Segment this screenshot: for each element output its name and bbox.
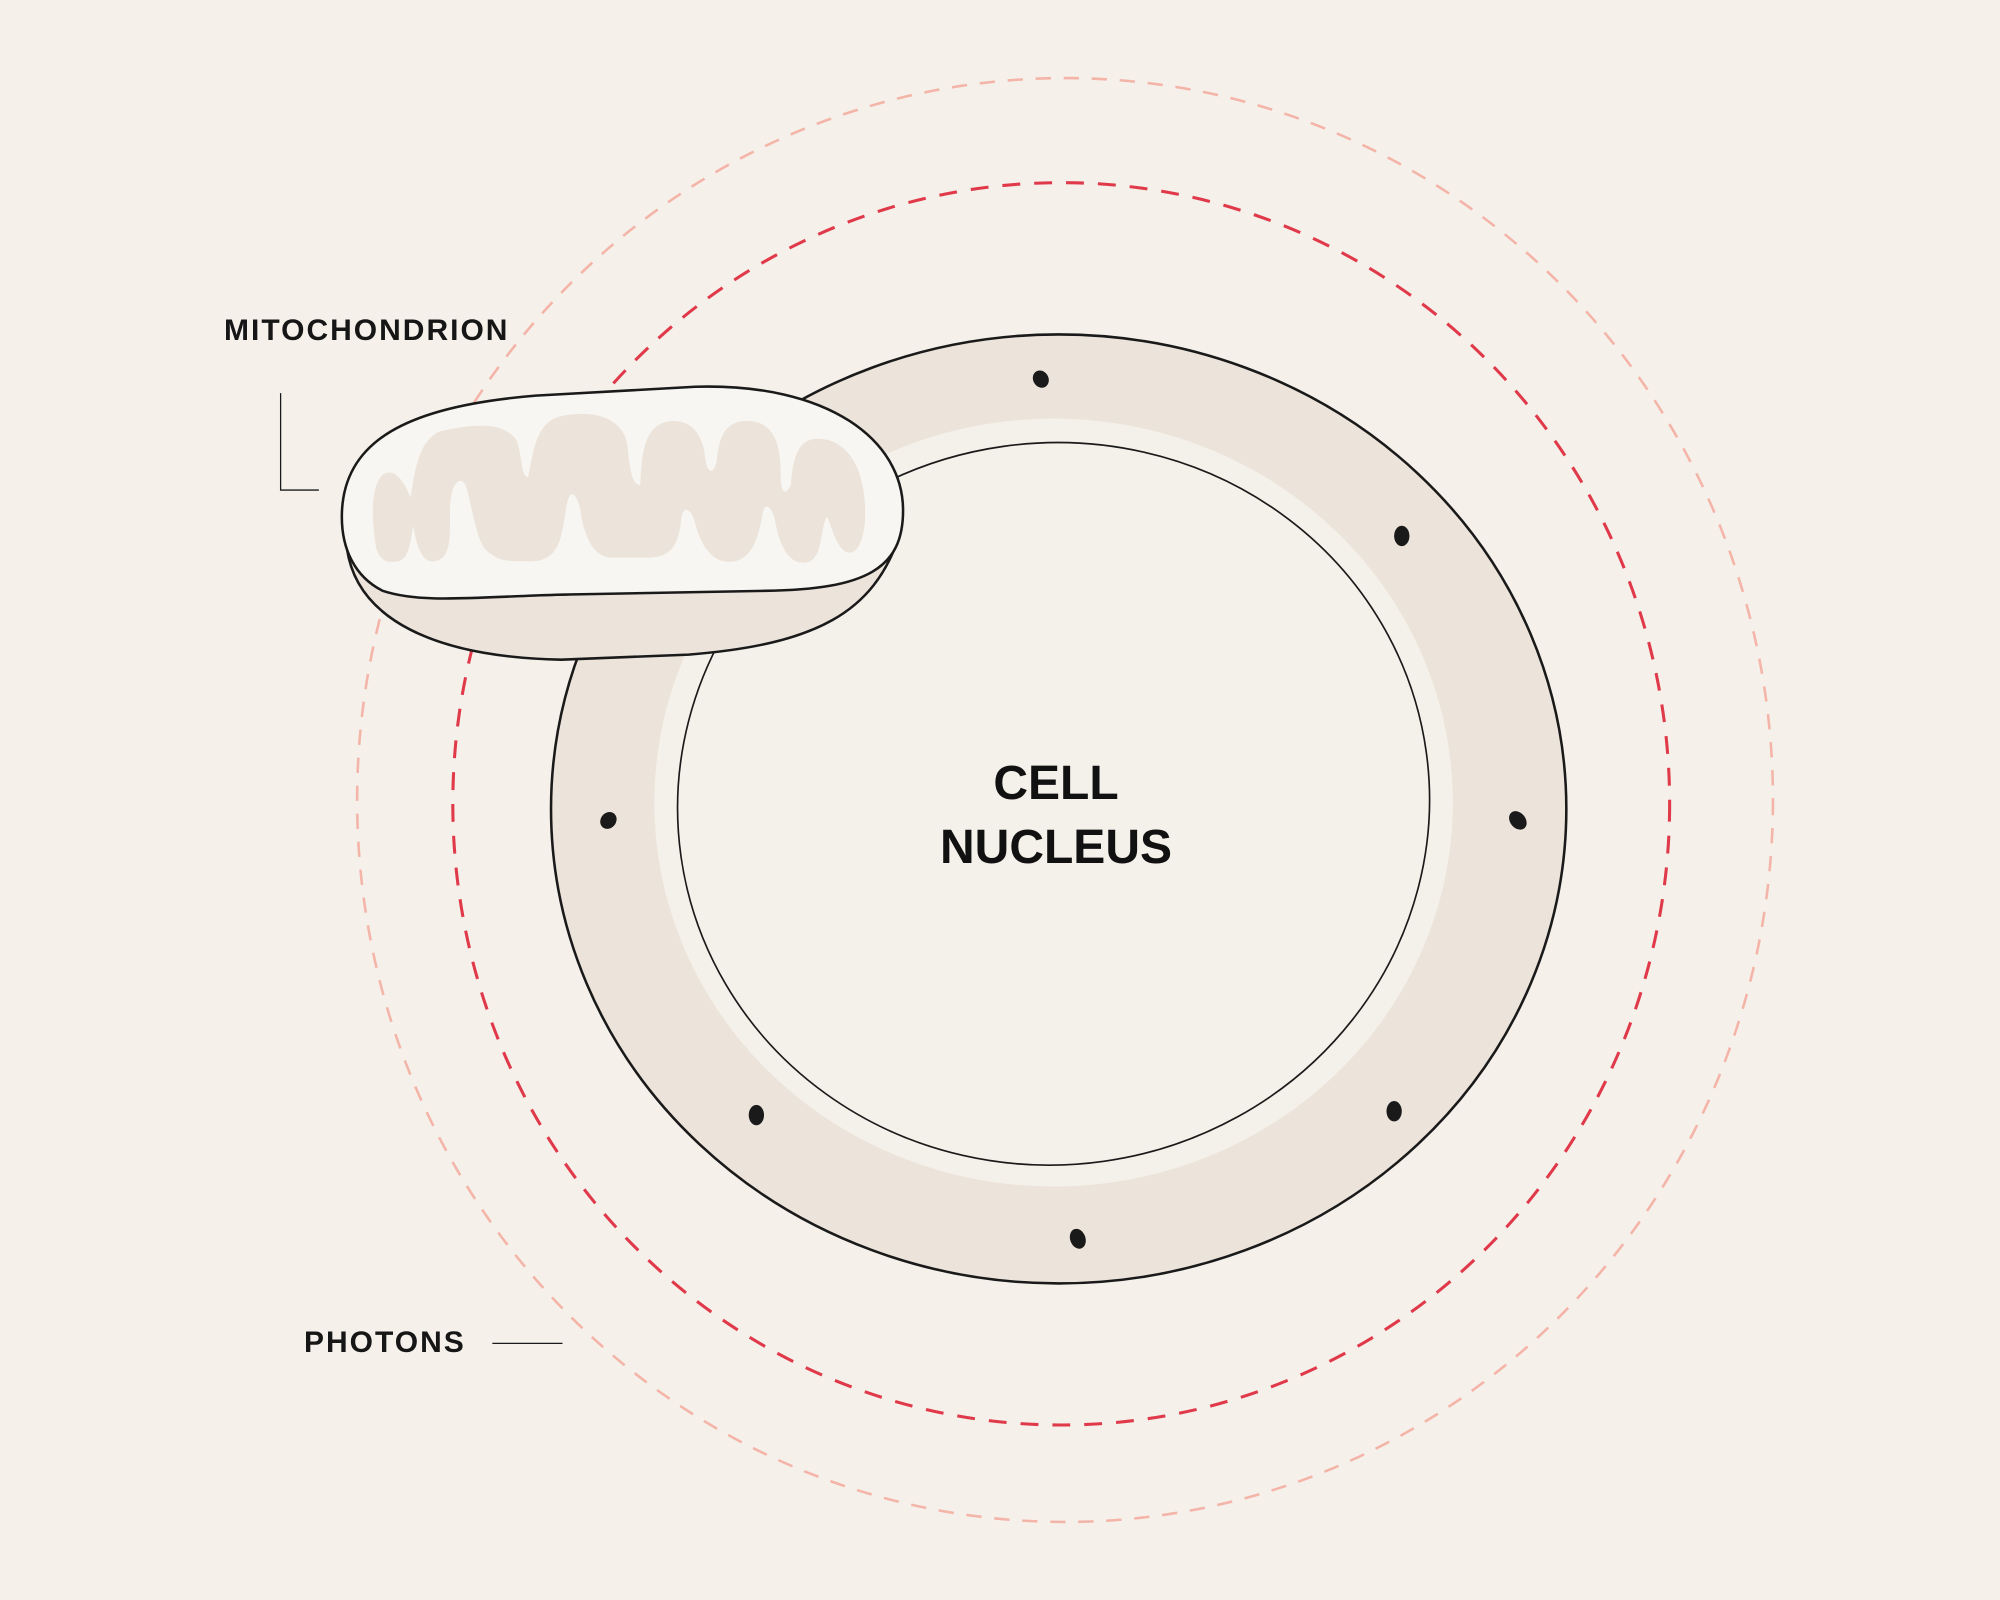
cell-nucleus-label-line1: CELL [993,757,1119,810]
nucleus-inner-membrane [676,441,1431,1166]
nuclear-pore [1394,525,1410,547]
nuclear-pore [748,1104,765,1126]
mitochondrion-cristae [372,413,866,563]
nuclear-pore [1032,370,1049,388]
photons-label: PHOTONS [304,1326,466,1359]
photon-wave-outer [355,76,1775,1524]
nucleus-interior [654,418,1453,1187]
mitochondrion-label: MITOCHONDRION [224,314,510,347]
nuclear-pore [600,811,617,829]
photon-wave-inner [451,181,1672,1427]
mitochondrion [340,385,905,661]
cell-nucleus-label-line2: NUCLEUS [939,821,1172,874]
nuclear-pore [1386,1101,1402,1122]
nuclear-pores [600,370,1527,1249]
mitochondrion-leader-line [279,393,319,491]
cell-nucleus-label: CELL NUCLEUS [856,752,1256,880]
nuclear-pore [1069,1228,1086,1249]
nuclear-pore [1509,811,1527,830]
